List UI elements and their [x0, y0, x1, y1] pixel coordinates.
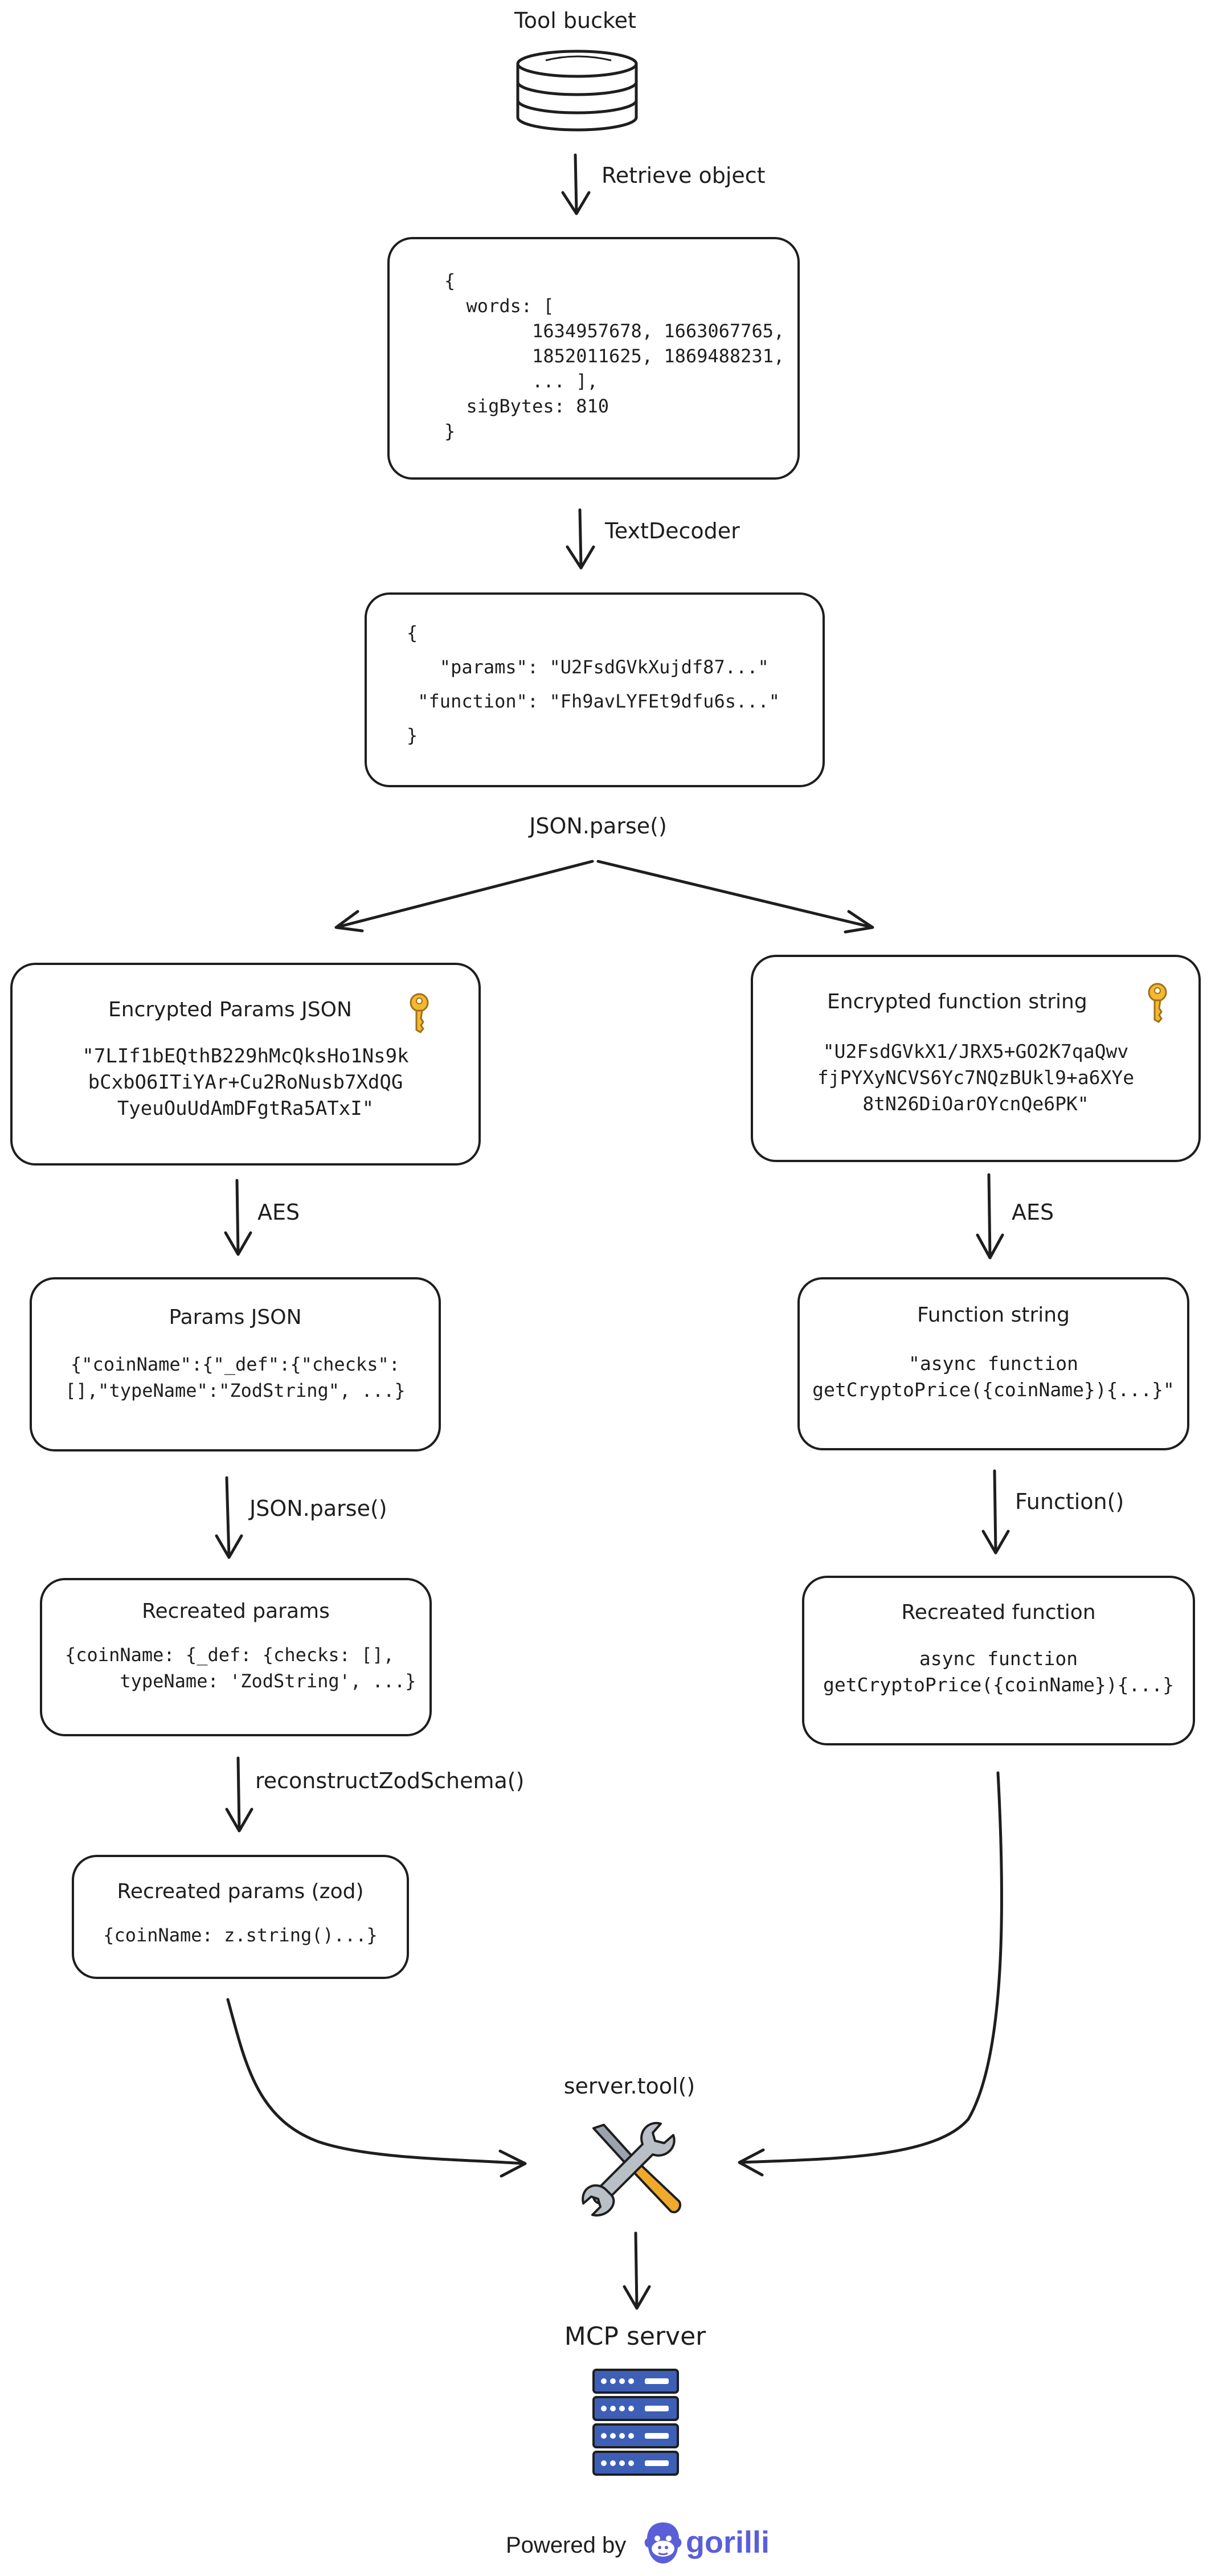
gorilli-brand[interactable]: gorilli: [686, 2525, 770, 2559]
recreated-params-line: typeName: 'ZodString', ...}: [65, 1670, 416, 1692]
encrypted-params-line: TyeuOuUdAmDFgtRa5ATxI": [117, 1097, 374, 1120]
object-line: sigBytes: 810: [444, 395, 609, 417]
arrow-zod-to-tool: [226, 1998, 527, 2178]
edge-label-aes-right: AES: [1012, 1200, 1054, 1225]
encrypted-function-line: "U2FsdGVkX1/JRX5+GO2K7qaQwv: [823, 1040, 1129, 1062]
function-string-title: Function string: [917, 1303, 1070, 1327]
params-json-box: Params JSON {"coinName":{"_def":{"checks…: [30, 1277, 441, 1451]
decoded-box: { "params": "U2FsdGVkXujdf87..." "functi…: [365, 592, 825, 787]
encrypted-function-title: Encrypted function string: [827, 990, 1087, 1013]
tool-bucket-label: Tool bucket: [514, 8, 636, 33]
params-json-line: {"coinName":{"_def":{"checks":: [71, 1354, 400, 1375]
recreated-params-box: Recreated params {coinName: {_def: {chec…: [40, 1578, 432, 1736]
edge-label-json-parse-2: JSON.parse(): [249, 1496, 387, 1521]
function-string-line: getCryptoPrice({coinName}){...}": [812, 1379, 1175, 1401]
encrypted-params-title: Encrypted Params JSON: [108, 998, 352, 1021]
recreated-function-title: Recreated function: [901, 1601, 1096, 1624]
object-box: { words: [ 1634957678, 1663067765, 18520…: [387, 237, 800, 480]
decoded-line: {: [407, 622, 418, 644]
edge-label-function: Function(): [1015, 1489, 1124, 1514]
gorilli-logo-icon[interactable]: [643, 2520, 684, 2566]
edge-label-reconstruct: reconstructZodSchema(): [255, 1768, 525, 1793]
encrypted-function-line: fjPYXyNCVS6Yc7NQzBUkl9+a6XYe: [817, 1066, 1135, 1089]
decoded-line: "params": "U2FsdGVkXujdf87...": [407, 656, 769, 678]
arrow-tool-to-mcp: [623, 2231, 651, 2310]
encrypted-params-line: "7LIf1bEQthB229hMcQksHo1Ns9k: [82, 1045, 409, 1068]
edge-label-retrieve: Retrieve object: [602, 163, 766, 188]
params-json-line: [],"typeName":"ZodString", ...}: [65, 1380, 406, 1401]
object-line: 1634957678, 1663067765,: [444, 320, 785, 342]
server-tool-label: server.tool(): [563, 2074, 695, 2099]
decoded-line: "function": "Fh9avLYFEt9dfu6s...": [407, 690, 780, 712]
arrow-parse-left: [215, 1476, 243, 1559]
recreated-zod-title: Recreated params (zod): [117, 1880, 364, 1903]
arrow-aes-left: [224, 1179, 252, 1256]
recreated-function-box: Recreated function async function getCry…: [802, 1576, 1195, 1745]
params-json-title: Params JSON: [169, 1306, 302, 1329]
arrow-retrieve: [561, 153, 591, 215]
arrow-reconstruct: [225, 1756, 253, 1833]
object-line: words: [: [444, 295, 554, 317]
edge-label-json-parse: JSON.parse(): [529, 813, 667, 839]
arrow-split-left: [334, 860, 594, 933]
arrow-function-right: [981, 1469, 1010, 1555]
object-line: }: [444, 420, 456, 442]
decoded-line: }: [407, 725, 418, 746]
server-icon: [592, 2369, 679, 2476]
recreated-zod-line: {coinName: z.string()...}: [103, 1924, 378, 1946]
encrypted-function-line: 8tN26DiOarOYcnQe6PK": [862, 1093, 1089, 1115]
recreated-function-line: getCryptoPrice({coinName}){...}: [823, 1674, 1174, 1696]
object-line: {: [444, 270, 456, 292]
key-icon: [410, 993, 429, 1033]
bucket-icon: [516, 50, 638, 132]
arrow-aes-right: [976, 1173, 1004, 1260]
object-line: ... ],: [444, 370, 598, 392]
recreated-params-line: {coinName: {_def: {checks: [],: [65, 1644, 394, 1666]
recreated-function-line: async function: [919, 1647, 1078, 1670]
key-icon: [1148, 983, 1167, 1023]
encrypted-function-box: Encrypted function string "U2FsdGVkX1/JR…: [751, 955, 1201, 1162]
function-string-box: Function string "async function getCrypt…: [797, 1277, 1189, 1450]
mcp-server-label: MCP server: [564, 2322, 706, 2351]
function-string-line: "async function: [908, 1352, 1078, 1375]
powered-by-label: Powered by: [506, 2533, 627, 2558]
recreated-params-title: Recreated params: [142, 1600, 330, 1623]
encrypted-params-line: bCxbO6ITiYAr+Cu2RoNusb7XdQG: [88, 1071, 403, 1094]
tools-icon: [582, 2121, 682, 2217]
recreated-zod-box: Recreated params (zod) {coinName: z.stri…: [72, 1855, 409, 1979]
encrypted-params-box: Encrypted Params JSON "7LIf1bEQthB229hMc…: [10, 963, 481, 1166]
arrow-decoder: [566, 508, 595, 570]
edge-label-aes-left: AES: [257, 1200, 300, 1225]
arrow-split-right: [596, 860, 874, 934]
object-line: 1852011625, 1869488231,: [444, 345, 785, 367]
edge-label-decoder: TextDecoder: [605, 518, 740, 543]
arrow-fn-to-tool: [738, 1771, 1004, 2177]
